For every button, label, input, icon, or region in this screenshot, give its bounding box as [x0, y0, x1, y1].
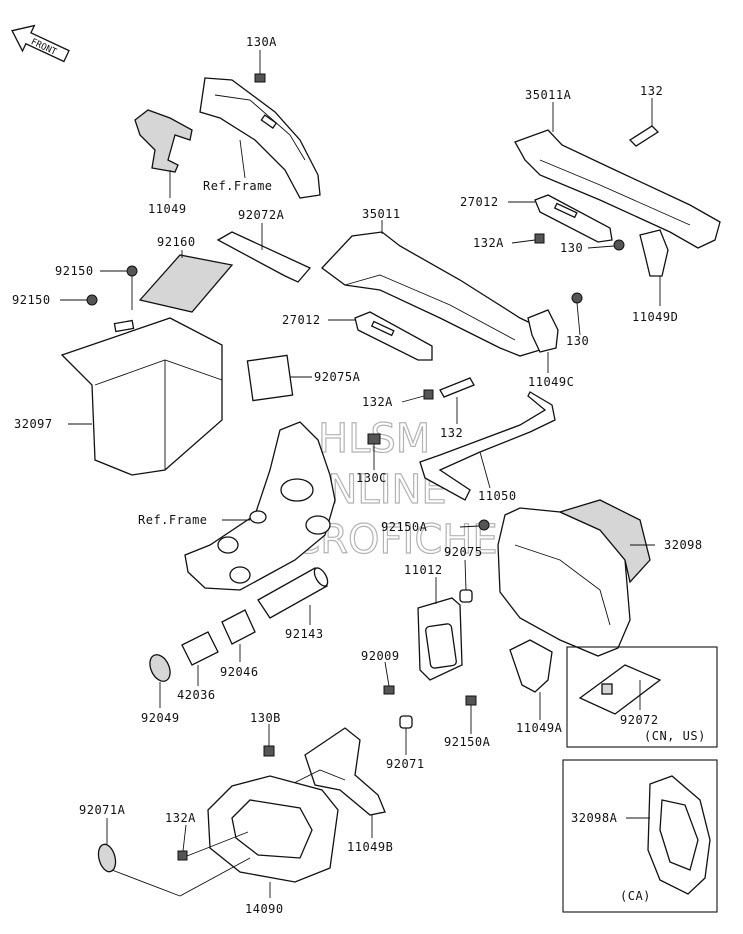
collar-42036 [181, 631, 219, 666]
label-32098a: 32098A [571, 811, 618, 825]
label-32097: 32097 [14, 417, 53, 431]
bracket-14090-group [97, 724, 386, 898]
label-92071: 92071 [386, 757, 425, 771]
label-130c: 130C [356, 471, 387, 485]
label-92075a: 92075A [314, 370, 361, 384]
label-27012-mid: 27012 [282, 313, 321, 327]
swingarm [184, 421, 336, 591]
label-cn-us: (CN, US) [644, 729, 706, 743]
battery-case-32097 [60, 317, 223, 476]
battery-group [60, 223, 312, 476]
label-92150a-top: 92150A [381, 520, 428, 534]
label-27012-right: 27012 [460, 195, 499, 209]
label-92072: 92072 [620, 713, 659, 727]
label-132-top: 132 [640, 84, 663, 98]
bracket-11049d [639, 229, 669, 277]
label-42036: 42036 [177, 688, 216, 702]
label-130-a: 130 [560, 241, 583, 255]
label-35011a: 35011A [525, 88, 572, 102]
label-92049: 92049 [141, 711, 180, 725]
label-11050: 11050 [478, 489, 517, 503]
label-92046: 92046 [220, 665, 259, 679]
label-92150-a: 92150 [55, 264, 94, 278]
chain-guard-35011-group [321, 220, 546, 470]
tube-92143 [257, 567, 328, 619]
label-92143: 92143 [285, 627, 324, 641]
bracket-11049 [134, 109, 193, 173]
label-refframe-mid: Ref.Frame [138, 513, 208, 527]
label-35011: 35011 [362, 207, 401, 221]
label-92071a: 92071A [79, 803, 126, 817]
bearing-92046 [221, 609, 256, 645]
chain-guard-35011 [321, 231, 546, 357]
label-ca: (CA) [620, 889, 651, 903]
bracket-11050-group [419, 292, 583, 501]
bolt-130a [254, 73, 266, 83]
label-130-b: 130 [566, 334, 589, 348]
front-arrow-icon: FRONT [11, 24, 70, 63]
guard-plate-27012-right [534, 194, 613, 243]
label-92075: 92075 [444, 545, 483, 559]
label-32098: 32098 [664, 538, 703, 552]
bracket-11050 [419, 391, 556, 501]
ref-frame-top [199, 77, 321, 199]
sheet-92075a [246, 354, 294, 402]
label-11049c: 11049C [528, 375, 574, 389]
bracket-11049b [304, 727, 386, 816]
label-11012: 11012 [404, 563, 443, 577]
strap-92072 [578, 664, 662, 715]
label-92009: 92009 [361, 649, 400, 663]
chain-guard-35011a-group [508, 98, 721, 306]
label-92150a-bot: 92150A [444, 735, 491, 749]
label-92150-b: 92150 [12, 293, 51, 307]
bracket-11049c [527, 309, 559, 353]
cover-32098-group [383, 499, 655, 755]
bolt-132-top [628, 125, 660, 147]
label-92160: 92160 [157, 235, 196, 249]
seal-92049 [149, 654, 171, 682]
chain-guard-35011a [514, 129, 721, 249]
bolt-132-mid [439, 377, 475, 398]
label-132-mid: 132 [440, 426, 463, 440]
grommet-92071a [97, 843, 117, 873]
label-14090: 14090 [245, 902, 284, 916]
inset-ca [562, 759, 718, 913]
label-11049a: 11049A [516, 721, 563, 735]
label-132a-right: 132A [473, 236, 504, 250]
label-11049b: 11049B [347, 840, 393, 854]
label-11049: 11049 [148, 202, 187, 216]
label-132a-bot: 132A [165, 811, 196, 825]
bracket-11049-group [134, 50, 321, 199]
pad-92160 [138, 254, 234, 313]
label-refframe-top: Ref.Frame [203, 179, 273, 193]
label-132a-mid: 132A [362, 395, 393, 409]
label-130b: 130B [250, 711, 281, 725]
bracket-11049a [509, 639, 553, 693]
label-130a: 130A [246, 35, 277, 49]
guard-plate-27012-mid [354, 311, 433, 361]
battery-strap-92072a [216, 231, 312, 283]
label-92072a: 92072A [238, 208, 285, 222]
swingarm-group [149, 421, 336, 708]
label-11049d: 11049D [632, 310, 678, 324]
inset-cn-us [566, 646, 718, 748]
